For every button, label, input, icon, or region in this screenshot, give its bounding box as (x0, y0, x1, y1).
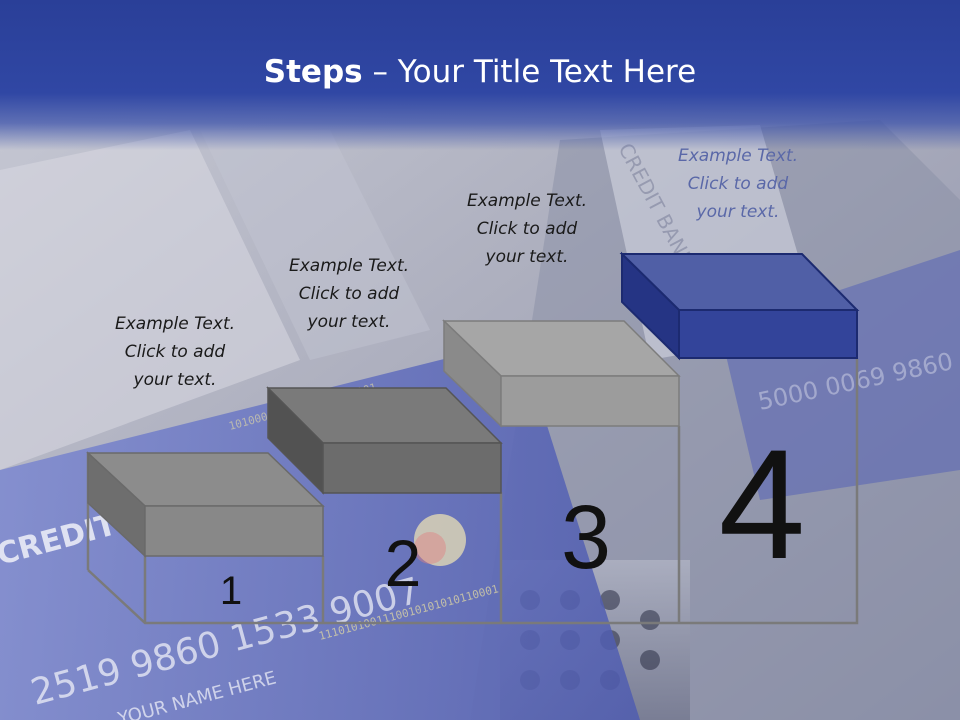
caption-line: Example Text. (677, 146, 799, 166)
caption-line: your text. (307, 312, 391, 332)
caption-line: Example Text. (114, 314, 236, 334)
caption-line: Click to add (124, 342, 226, 362)
title-band (0, 0, 960, 150)
bg-streak (200, 130, 430, 360)
step-number-4: 4 (719, 418, 806, 592)
step-number-3: 3 (561, 488, 611, 588)
step-block-1[interactable] (86, 451, 325, 558)
step-1-caption[interactable]: Example Text. Click to add your text. (85, 310, 265, 394)
step-4-front (678, 309, 858, 359)
step-2-front (322, 442, 502, 494)
slide-title[interactable]: Steps – Your Title Text Here (0, 54, 960, 90)
step-block-2[interactable] (266, 386, 503, 495)
caption-line: your text. (485, 247, 569, 267)
step-number-1: 1 (220, 569, 242, 613)
step-1-front (144, 505, 324, 557)
caption-line: your text. (133, 370, 217, 390)
step-block-3[interactable] (442, 319, 681, 428)
step-block-4[interactable] (619, 251, 860, 361)
caption-line: Example Text. (466, 191, 588, 211)
caption-line: Click to add (298, 284, 400, 304)
step-number-2: 2 (385, 526, 422, 600)
step-3-front (500, 375, 680, 427)
bg-card-hologram (414, 532, 446, 564)
caption-line: Click to add (476, 219, 578, 239)
step-2-caption[interactable]: Example Text. Click to add your text. (259, 252, 439, 336)
step-4-caption[interactable]: Example Text. Click to add your text. (648, 142, 828, 226)
title-rest: – Your Title Text Here (362, 54, 697, 90)
bg-streak (0, 130, 300, 470)
caption-line: Click to add (687, 174, 789, 194)
bg-card-hologram (414, 514, 466, 566)
caption-line: Example Text. (288, 256, 410, 276)
step-3-caption[interactable]: Example Text. Click to add your text. (437, 187, 617, 271)
caption-line: your text. (696, 202, 780, 222)
title-bold: Steps (263, 54, 363, 90)
